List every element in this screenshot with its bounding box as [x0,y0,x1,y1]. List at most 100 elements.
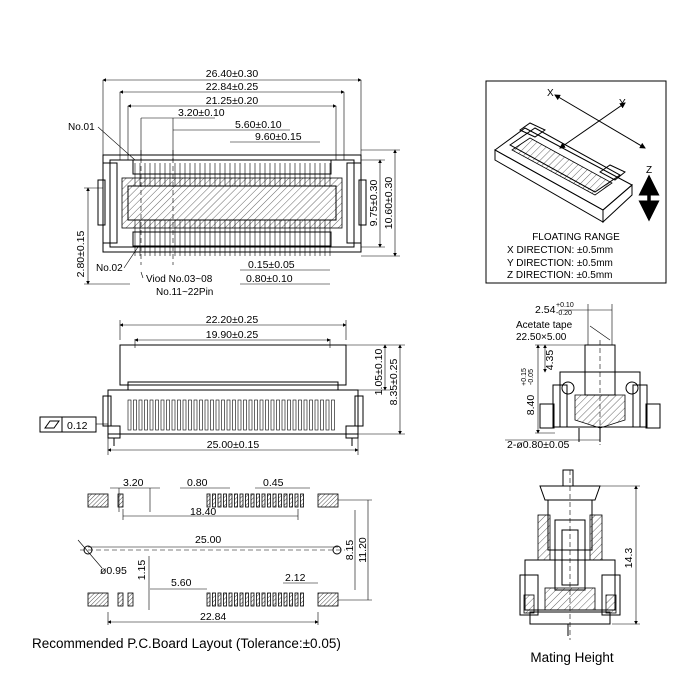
dim-2-54: 2.54 [535,304,556,316]
contact-tooth [226,399,231,431]
pcb-caption: Recommended P.C.Board Layout (Tolerance:… [32,636,341,651]
dim-8-35: 8.35±0.25 [388,359,400,406]
pcb-pad-top [234,493,238,508]
dim-10-60: 10.60±0.30 [383,177,395,230]
dim-body-width: 21.25±0.20 [206,95,259,107]
dim-0-15: 0.15±0.05 [248,259,295,271]
contact-tooth [254,399,258,431]
pcb-dim-11-20: 11.20 [357,537,369,563]
pcb-dim-2-12: 2.12 [285,572,306,584]
dim-0-80: 0.80±0.10 [246,273,293,285]
dim-8-40: 8.40 [525,395,537,416]
floating-range-title: FLOATING RANGE [532,232,620,243]
contact-tooth [309,399,313,431]
contact-tooth [314,399,319,431]
contact-tooth [243,399,247,431]
pcb-dim-1-15: 1.15 [136,560,148,581]
label-pin-range: No.11~22Pin [156,287,213,298]
pcb-layout: 3.20 0.80 0.45 18.40 25.00 ø0.95 1.15 5.… [32,477,372,651]
pcb-pad-top [278,493,282,508]
dim-8-40-tol-plus: +0.15 [521,368,528,386]
contact-tooth [149,399,154,431]
mating-view: 14.3 Mating Height [519,469,640,665]
pcb-dim-0-45: 0.45 [263,477,284,489]
contact-tooth [303,399,308,431]
dim-25-00: 25.00±0.15 [207,439,260,451]
axis-x-label: X [547,88,554,99]
flatness-value: 0.12 [67,420,88,432]
dim-19-90: 19.90±0.25 [206,329,259,341]
pcb-dim-18-40: 18.40 [190,506,216,518]
pcb-pad-bottom [212,592,216,607]
pcb-pad-bottom [289,592,293,607]
contact-tooth [281,399,286,431]
contact-tooth [188,399,192,431]
contact-tooth [276,399,280,431]
contact-tooth [292,399,297,431]
contact-tooth [232,399,236,431]
contact-tooth [331,399,335,431]
label-no01: No.01 [68,122,95,133]
pcb-dim-22-84: 22.84 [200,611,226,623]
pcb-pad-bottom [300,592,304,607]
contact-tooth [138,399,143,431]
pcb-dim-0-80: 0.80 [187,477,208,489]
dim-2-54-tol-plus: +0.10 [556,302,574,309]
pcb-pad-top [206,493,211,508]
axis-y-label: Y [619,98,626,109]
axis-z-label: Z [646,165,652,176]
contact-tooth [204,399,209,431]
pcb-pad-bottom [294,592,299,607]
front-view: 22.20±0.25 19.90±0.25 1.05±0.10 8.35±0.2… [39,314,405,455]
pcb-pad-top [283,493,288,508]
contact-tooth [215,399,220,431]
connector-iso-icon [494,122,633,224]
floating-x-direction: X DIRECTION: ±0.5mm [507,245,613,256]
dim-overall-width: 26.40±0.30 [206,68,259,80]
contact-tooth [265,399,269,431]
dim-2-80: 2.80±0.15 [75,231,87,278]
contact-tooth [144,399,148,431]
pcb-pad-bottom [239,592,244,607]
pcb-dim-8-15: 8.15 [344,540,356,561]
pcb-pad-top [261,493,266,508]
dim-8-40-tol-minus: -0.05 [528,369,535,385]
pcb-pad-bottom [234,592,238,607]
pcb-pad-bottom [283,592,288,607]
pcb-pad-bottom [267,592,271,607]
pcb-pad-bottom [261,592,266,607]
contact-tooth [210,399,214,431]
dim-1-05: 1.05±0.10 [373,349,385,396]
floating-z-direction: Z DIRECTION: ±0.5mm [507,270,613,281]
pcb-pad-top [245,493,249,508]
dim-inner-width: 22.84±0.25 [206,81,259,93]
pcb-dim-5-60: 5.60 [171,577,192,589]
pcb-pad-bottom [228,592,233,607]
pcb-pad-top [272,493,277,508]
pcb-dim-25-00: 25.00 [195,534,221,546]
dim-4-35: 4.35 [544,350,556,371]
pcb-pad-bottom [272,592,277,607]
acetate-tape-label: Acetate tape [516,320,573,331]
contact-tooth [325,399,330,431]
side-view: 2.54 +0.10 -0.20 Acetate tape 22.50×5.00… [505,302,661,451]
contact-tooth [248,399,253,431]
mating-caption: Mating Height [530,650,614,665]
contact-tooth [221,399,225,431]
pcb-pad-top [228,493,233,508]
dim-2-54-tol-minus: -0.20 [556,310,572,317]
pcb-pad-bottom [206,592,211,607]
label-no02: No.02 [96,263,123,274]
label-void-pins: Viod No.03~08 [146,274,213,285]
contact-tooth [320,399,324,431]
pcb-dim-hole: ø0.95 [100,565,127,577]
pcb-pad-top [294,493,299,508]
pcb-pad-bottom [223,592,227,607]
contact-tooth [171,399,176,431]
dim-holes: 2-ø0.80±0.05 [507,439,570,451]
pcb-pad-bottom [245,592,249,607]
dim-9-60: 9.60±0.15 [255,131,302,143]
contact-tooth [287,399,291,431]
dim-3-20: 3.20±0.10 [178,107,225,119]
contact-tooth [177,399,181,431]
